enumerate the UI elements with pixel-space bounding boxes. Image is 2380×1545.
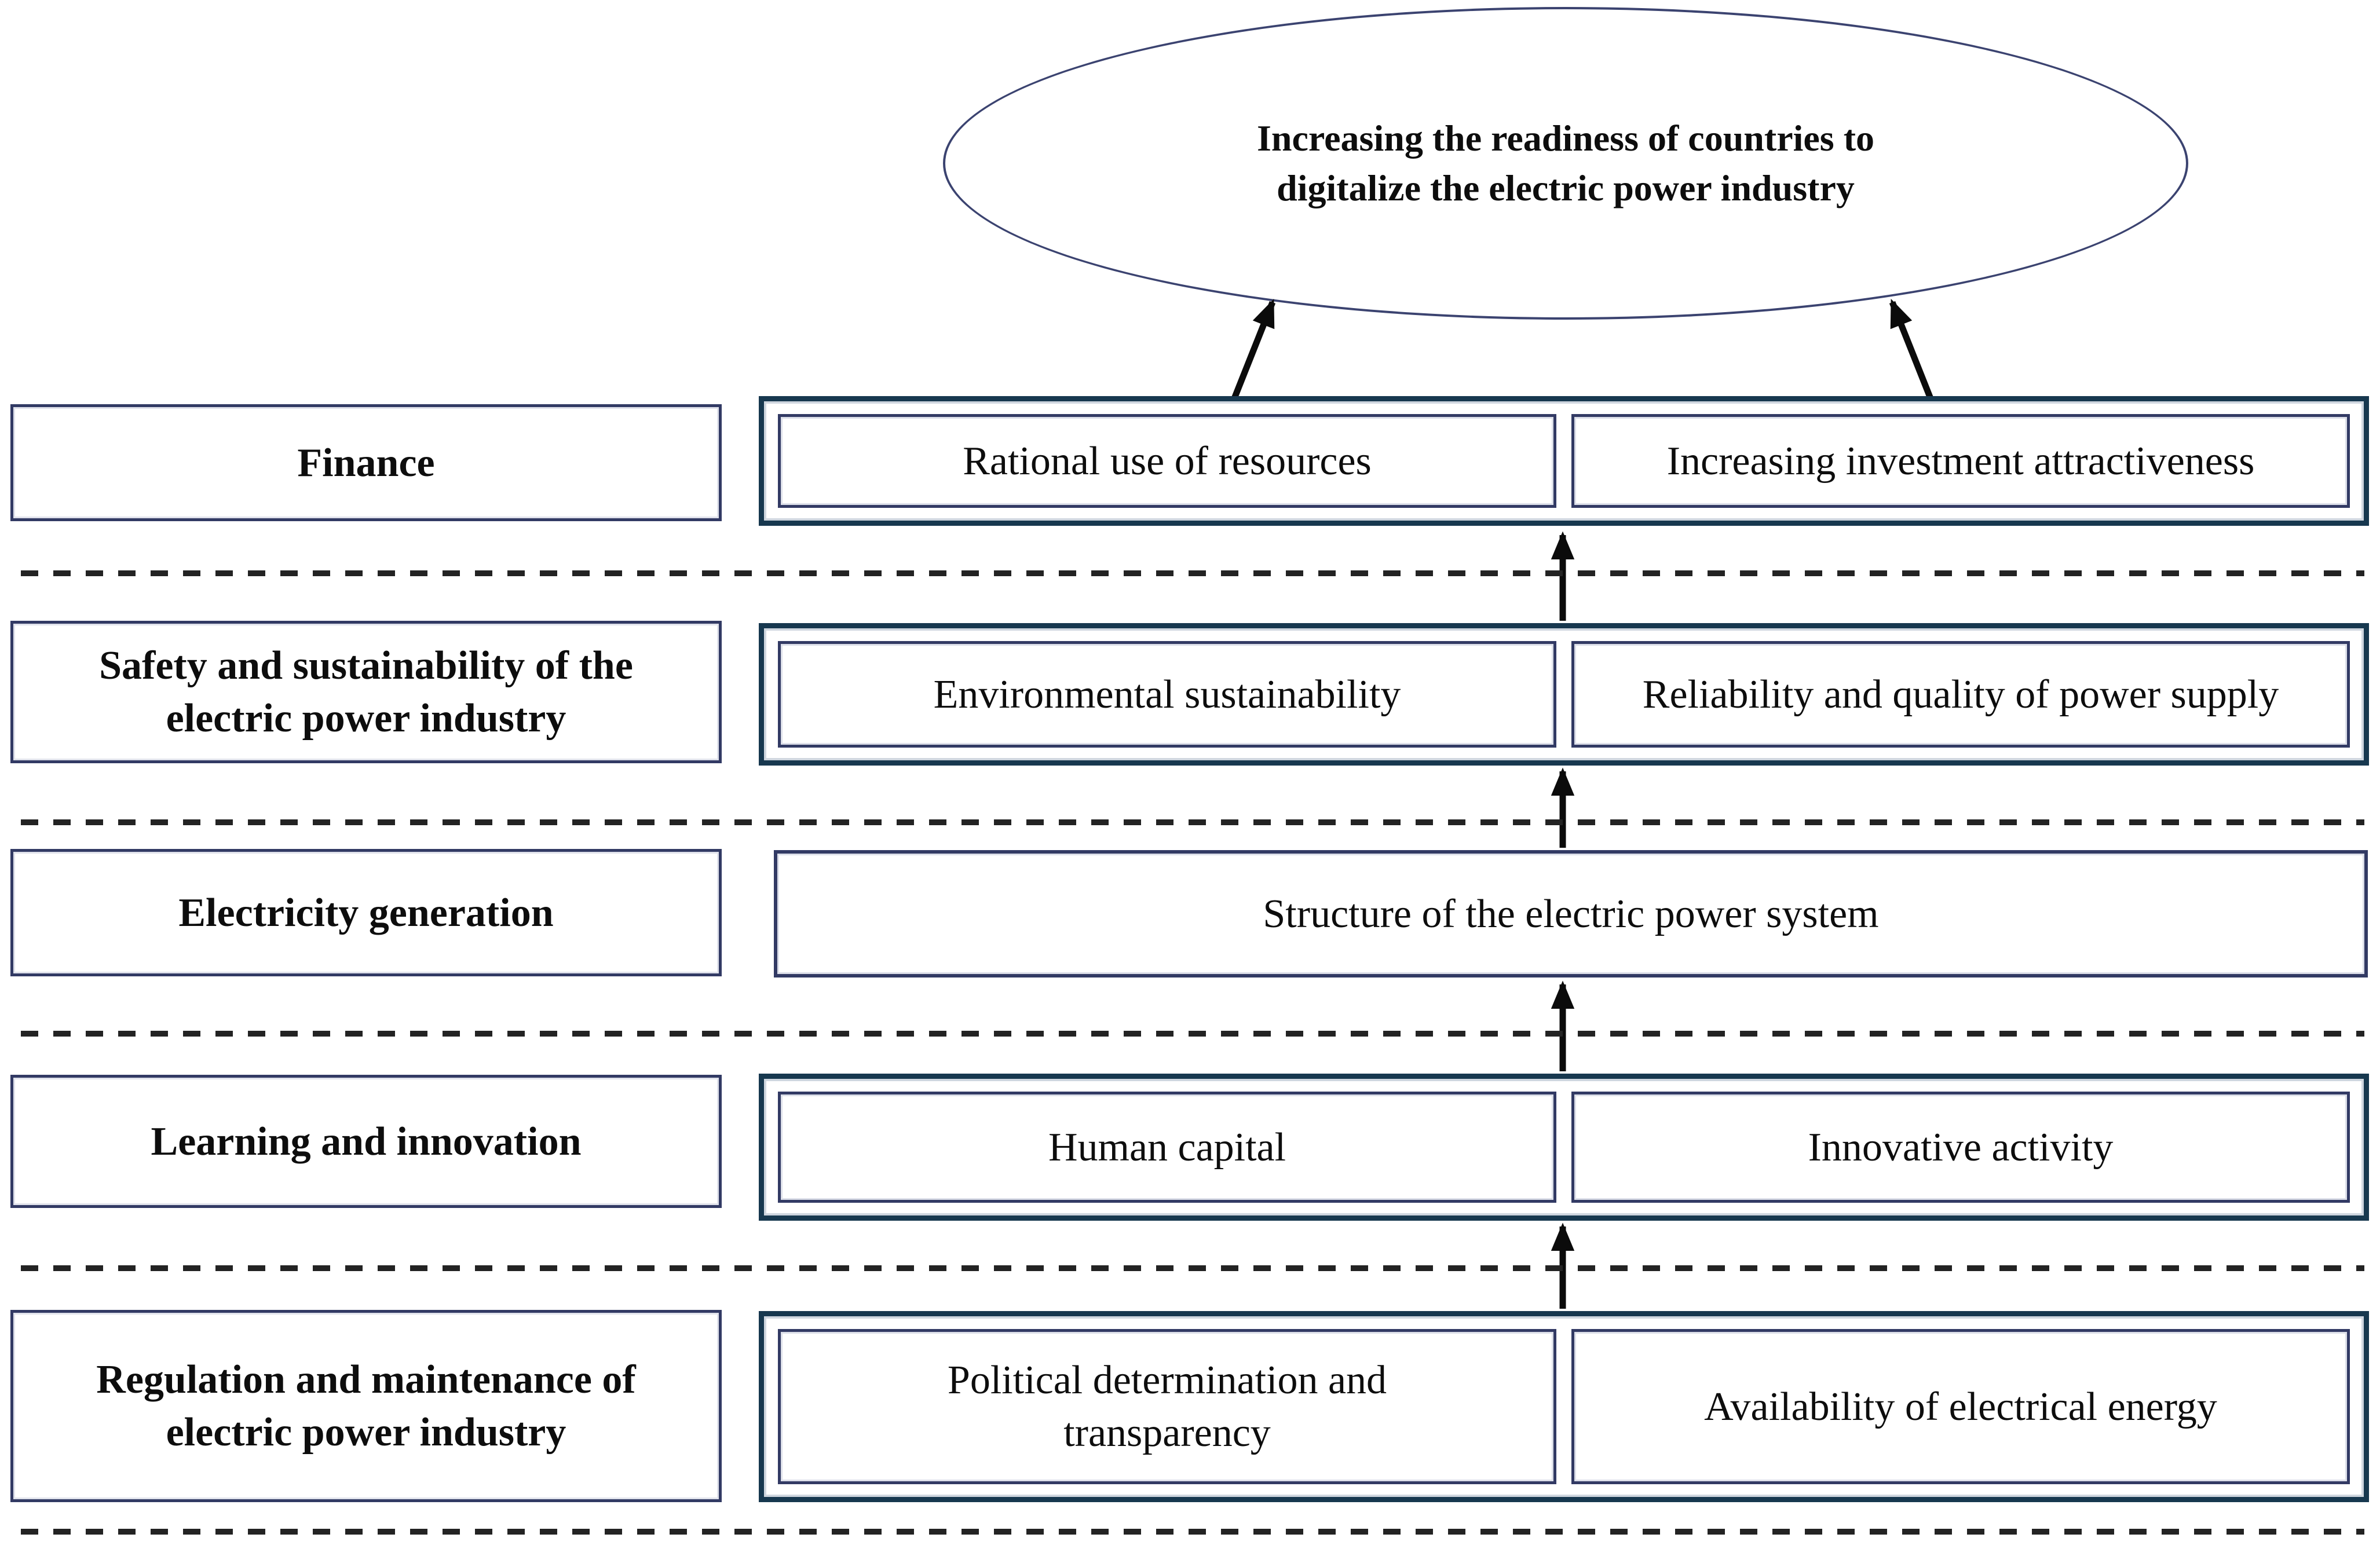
dashed-separator-1 bbox=[21, 570, 2364, 576]
factor-innovative-activity: Innovative activity bbox=[1571, 1092, 2350, 1203]
category-label-electricity-generation: Electricity generation bbox=[10, 849, 722, 976]
factor-group-learning: Human capital Innovative activity bbox=[759, 1074, 2369, 1221]
goal-ellipse: Increasing the readiness of countries to… bbox=[943, 7, 2188, 320]
factor-text: Rational use of resources bbox=[963, 438, 1372, 484]
category-label-text: Regulation and maintenance of electric p… bbox=[96, 1357, 636, 1455]
dashed-separator-3 bbox=[21, 1031, 2364, 1037]
category-label-text: Learning and innovation bbox=[151, 1119, 582, 1164]
goal-text: Increasing the readiness of countries to… bbox=[1256, 117, 1875, 208]
arrow-finance-to-goal-left bbox=[1231, 299, 1276, 400]
category-label-finance: Finance bbox=[10, 404, 722, 521]
category-label-text: Safety and sustainability of the electri… bbox=[99, 643, 633, 741]
factor-group-safety: Environmental sustainability Reliability… bbox=[759, 623, 2369, 766]
factor-political-determination-and-transparency: Political determination and transparency bbox=[778, 1329, 1556, 1484]
dashed-separator-2 bbox=[21, 819, 2364, 825]
factor-text: Availability of electrical energy bbox=[1704, 1384, 2217, 1429]
factor-text: Human capital bbox=[1048, 1125, 1286, 1170]
category-label-text: Electricity generation bbox=[178, 890, 554, 935]
factor-group-finance: Rational use of resources Increasing inv… bbox=[759, 396, 2369, 526]
category-label-learning-and-innovation: Learning and innovation bbox=[10, 1075, 722, 1208]
factor-structure-of-electric-power-system: Structure of the electric power system bbox=[774, 850, 2368, 977]
factor-human-capital: Human capital bbox=[778, 1092, 1556, 1203]
factor-environmental-sustainability: Environmental sustainability bbox=[778, 641, 1556, 748]
factor-text: Innovative activity bbox=[1808, 1125, 2114, 1170]
factor-text: Structure of the electric power system bbox=[1263, 891, 1879, 936]
dashed-separator-4 bbox=[21, 1265, 2364, 1271]
dashed-separator-5 bbox=[21, 1529, 2364, 1535]
factor-increasing-investment-attractiveness: Increasing investment attractiveness bbox=[1571, 414, 2350, 508]
factor-text: Increasing investment attractiveness bbox=[1666, 438, 2255, 484]
factor-reliability-and-quality-of-power-supply: Reliability and quality of power supply bbox=[1571, 641, 2350, 748]
arrow-finance-to-goal-right bbox=[1889, 299, 1934, 400]
factor-rational-use-of-resources: Rational use of resources bbox=[778, 414, 1556, 508]
factor-text: Reliability and quality of power supply bbox=[1642, 672, 2279, 717]
category-label-text: Finance bbox=[297, 440, 435, 485]
category-label-regulation: Regulation and maintenance of electric p… bbox=[10, 1310, 722, 1502]
factor-availability-of-electrical-energy: Availability of electrical energy bbox=[1571, 1329, 2350, 1484]
category-label-safety: Safety and sustainability of the electri… bbox=[10, 621, 722, 763]
factor-text: Political determination and transparency bbox=[947, 1358, 1387, 1455]
factor-text: Environmental sustainability bbox=[933, 672, 1401, 717]
factor-group-regulation: Political determination and transparency… bbox=[759, 1311, 2369, 1502]
